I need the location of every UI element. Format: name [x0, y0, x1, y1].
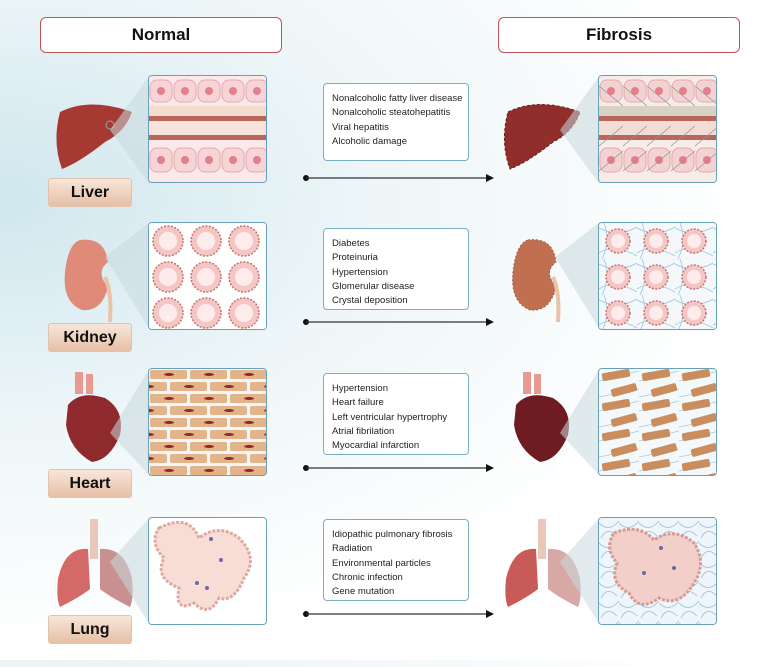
organ-label-liver: Liver [48, 178, 132, 207]
organ-label-lung: Lung [48, 615, 132, 644]
zoom-cone [555, 222, 600, 330]
progression-arrow [303, 318, 494, 326]
cause-item: Crystal deposition [332, 295, 408, 307]
zoom-cone [105, 222, 150, 330]
cause-item: Atrial fibrilation [332, 425, 395, 437]
zoom-cone [110, 75, 150, 185]
normal-header: Normal [40, 17, 282, 53]
cause-item: Glomerular disease [332, 280, 415, 292]
fibrotic-kidney-tissue [598, 222, 717, 330]
causes-box-heart: Hypertension Heart failure Left ventricu… [323, 373, 469, 455]
causes-box-kidney: Diabetes Proteinuria Hypertension Glomer… [323, 228, 469, 310]
progression-arrow [303, 174, 494, 182]
cause-item: Idiopathic pulmonary fibrosis [332, 529, 453, 540]
cause-item: Hypertension [332, 383, 388, 394]
normal-lung-tissue [148, 517, 267, 625]
cause-item: Myocardial infarction [332, 440, 420, 452]
fibrotic-heart-icon [514, 372, 569, 462]
cause-item: Gene mutation [332, 586, 395, 598]
zoom-cone [560, 368, 600, 476]
progression-arrow [303, 464, 494, 472]
fibrotic-liver-tissue [598, 75, 717, 183]
heart-icon [66, 372, 121, 462]
zoom-cone [110, 368, 150, 476]
progression-arrow [303, 610, 494, 618]
cause-item: Left ventricular hypertrophy [332, 411, 448, 423]
row-lung: Lung Idiopathic pulmonary fibrosis Radia… [0, 517, 766, 667]
fibrotic-lung-tissue [598, 517, 717, 625]
row-kidney: Kidney Diabetes Proteinuria Hypertension… [0, 222, 766, 372]
organ-label-heart: Heart [48, 469, 132, 498]
cause-item: Proteinuria [332, 252, 378, 264]
kidney-icon [64, 239, 113, 323]
normal-liver-tissue [148, 75, 267, 183]
fibrotic-kidney-icon [512, 239, 561, 323]
fibrotic-heart-tissue [598, 368, 717, 476]
cause-item: Viral hepatitis [332, 121, 389, 133]
cause-item: Alcoholic damage [332, 135, 407, 147]
cause-item: Heart failure [332, 397, 384, 409]
cause-item: Radiation [332, 543, 373, 555]
organ-label-kidney: Kidney [48, 323, 132, 352]
normal-kidney-tissue [148, 222, 267, 330]
zoom-cone [560, 75, 600, 185]
cause-item: Hypertension [332, 266, 388, 278]
cause-item: Chronic infection [332, 571, 403, 583]
row-heart: Heart Hypertension Heart failure Left ve… [0, 368, 766, 518]
fibrotic-liver-icon [504, 104, 581, 170]
fibrosis-header: Fibrosis [498, 17, 740, 53]
zoom-cone [110, 517, 150, 625]
cause-item: Nonalcoholic fatty liver disease [332, 93, 463, 104]
causes-box-liver: Nonalcoholic fatty liver disease Nonalco… [323, 83, 469, 161]
zoom-cone [560, 517, 600, 625]
normal-heart-tissue [148, 368, 267, 476]
cause-item: Environmental particles [332, 557, 431, 569]
causes-box-lung: Idiopathic pulmonary fibrosis Radiation … [323, 519, 469, 601]
cause-item: Diabetes [332, 238, 370, 249]
cause-item: Nonalcoholic steatohepatitis [332, 107, 451, 119]
row-liver: Liver Nonalcoholic fatty liver disease N… [0, 75, 766, 225]
